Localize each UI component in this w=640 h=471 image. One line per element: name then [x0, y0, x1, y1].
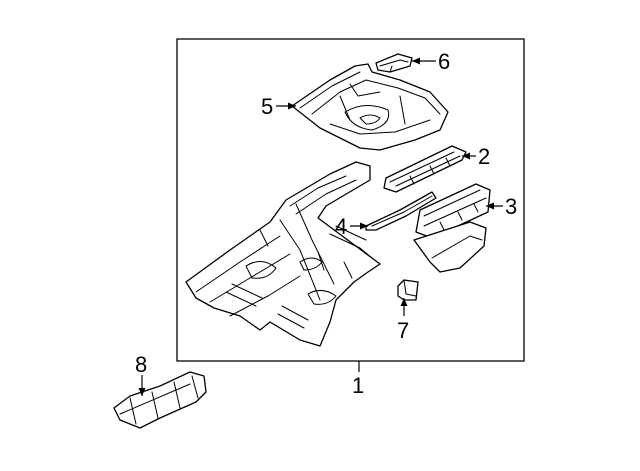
- callout-label-1: 1: [352, 373, 364, 398]
- part-5-rear-floor-pan: [291, 63, 449, 151]
- part-4-brace: [365, 191, 437, 231]
- callout-7-leader: [400, 298, 408, 316]
- callout-label-5: 5: [261, 94, 273, 119]
- callout-label-6: 6: [438, 49, 450, 74]
- callout-label-4: 4: [335, 214, 347, 239]
- callout-label-3: 3: [505, 194, 517, 219]
- callout-4-leader: [350, 222, 368, 230]
- part-2-rail-extension: [383, 145, 467, 193]
- part-floor-pan-main: [185, 161, 381, 347]
- part-7-clip: [397, 279, 419, 301]
- callout-6-leader: [412, 57, 436, 65]
- part-3-rail-assembly: [413, 183, 491, 273]
- callout-label-8: 8: [135, 352, 147, 377]
- callout-5-leader: [276, 102, 296, 110]
- part-6-bracket: [375, 53, 413, 73]
- part-8-shield: [113, 371, 207, 429]
- callout-2-leader: [462, 152, 476, 160]
- callout-8-leader: [138, 375, 146, 396]
- callout-3-leader: [486, 202, 503, 210]
- callout-label-2: 2: [478, 144, 490, 169]
- callout-label-7: 7: [397, 318, 409, 343]
- assembly-frame: [176, 38, 525, 362]
